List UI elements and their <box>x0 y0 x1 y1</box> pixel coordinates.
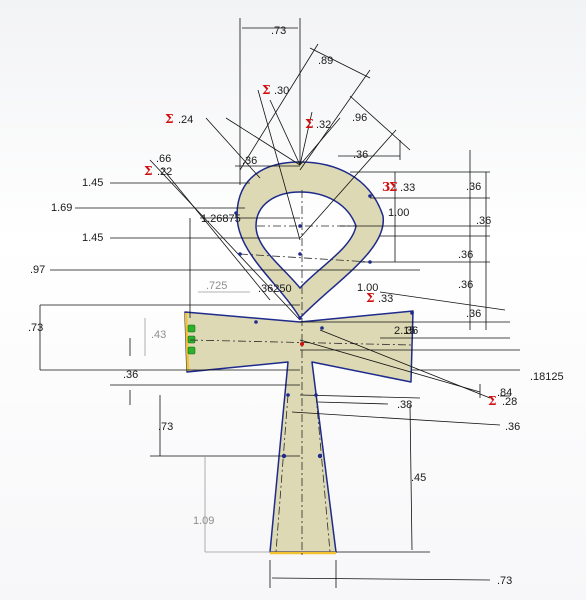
dim-1-26875: 1.26875 <box>201 213 241 225</box>
dim-96: .96 <box>352 112 367 124</box>
equation-icon: Σ <box>144 164 152 178</box>
dim-33-mid: .33 <box>378 293 393 305</box>
dim-loop-top-left: .36 <box>242 155 257 167</box>
dim-1-00-upper: 1.00 <box>388 207 409 219</box>
dim-43: .43 <box>151 329 166 341</box>
centerlines <box>189 190 413 555</box>
equation-icon: Σ <box>262 83 270 97</box>
dim-right-36-e: .36 <box>466 308 481 320</box>
dim-bottom-73: .73 <box>497 575 512 587</box>
origin-point[interactable] <box>300 342 304 346</box>
dim-1-45-upper: 1.45 <box>82 177 103 189</box>
equation-icon: Σ <box>366 291 374 305</box>
dim-38: .38 <box>397 399 412 411</box>
equation-icon: Σ <box>389 180 397 194</box>
dim-right-36-a: .36 <box>466 181 481 193</box>
dim-2-15: 2.15 <box>394 325 415 337</box>
dim-right-36-f: .36 <box>403 325 418 337</box>
dimension-lines <box>39 18 520 588</box>
dim-lower-73: .73 <box>158 421 173 433</box>
equation-icon: Σ <box>165 112 173 126</box>
ankh-body[interactable] <box>184 310 414 553</box>
dim-1-69: 1.69 <box>51 202 72 214</box>
dim-33-top: .33 <box>400 182 415 194</box>
dim-left-36: .36 <box>123 369 138 381</box>
dim-32: .32 <box>316 119 331 131</box>
dim-loop-top-right: .36 <box>353 149 368 161</box>
dim-84: .84 <box>497 387 512 399</box>
dim-89: .89 <box>318 55 333 67</box>
equation-markers[interactable]: Σ Σ Σ Σ 3 Σ Σ Σ <box>144 83 496 408</box>
dim-top-width: .73 <box>271 25 286 37</box>
dim-left-73: .73 <box>28 322 43 334</box>
dim-lower-36: .36 <box>505 421 520 433</box>
dim-725: .725 <box>206 280 227 292</box>
dim-18125: .18125 <box>530 371 564 383</box>
coincident-relation-icon[interactable] <box>187 324 196 355</box>
dim-right-36-b: .36 <box>476 215 491 227</box>
equation-count-label: 3 <box>382 180 390 194</box>
dim-1-09: 1.09 <box>193 515 214 527</box>
dim-right-36-d: .36 <box>458 279 473 291</box>
dim-45: .45 <box>411 472 426 484</box>
dim-36250: .36250 <box>258 283 292 295</box>
reference-dimensions <box>144 291 270 553</box>
dim-97: .97 <box>30 264 45 276</box>
dim-30: .30 <box>274 85 289 97</box>
dim-66: .66 <box>156 153 171 165</box>
equation-icon: Σ <box>488 394 496 408</box>
dim-1-45-lower: 1.45 <box>82 232 103 244</box>
dim-22: .22 <box>157 166 172 178</box>
dim-24: .24 <box>178 114 193 126</box>
equation-icon: Σ <box>305 117 313 131</box>
dimension-labels: .73 .89 .30 .24 .32 .96 .66 .22 .36 .36 … <box>28 25 564 587</box>
dim-right-36-c: .36 <box>458 249 473 261</box>
dim-28: .28 <box>502 396 517 408</box>
fixed-edges <box>184 312 336 555</box>
sketch-points[interactable] <box>234 194 414 459</box>
dim-1-00-lower: 1.00 <box>357 282 378 294</box>
